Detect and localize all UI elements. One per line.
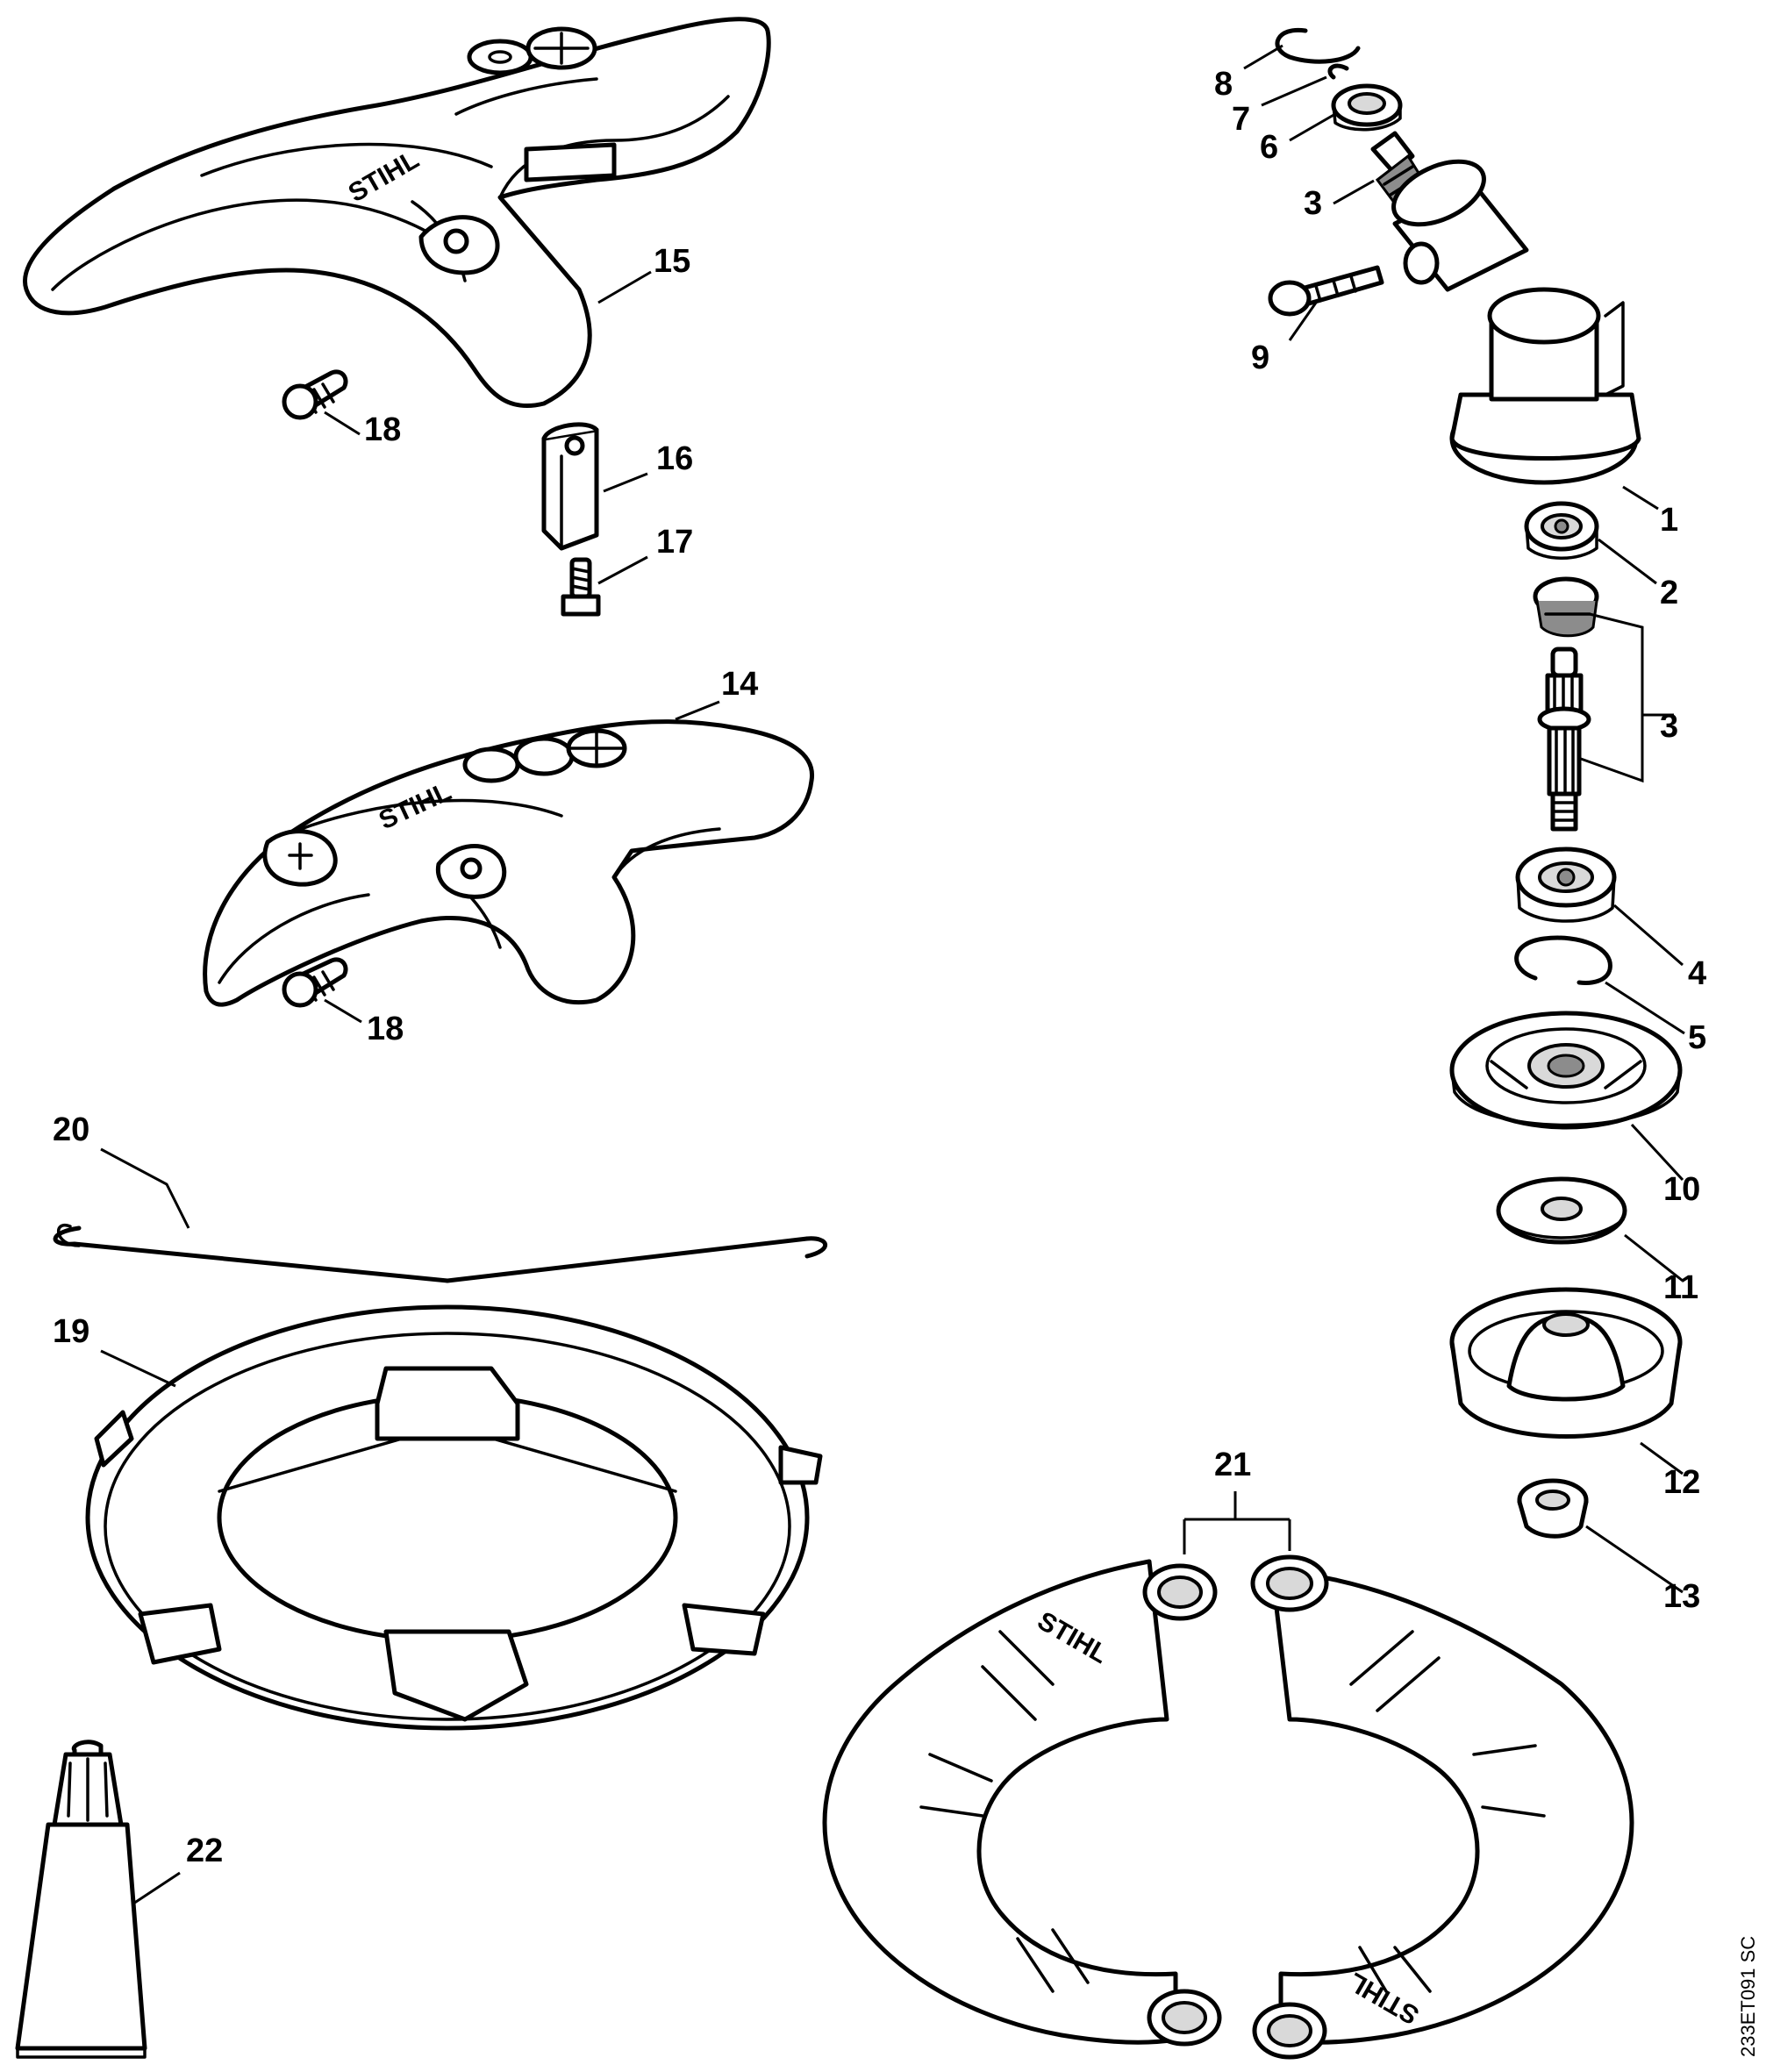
part-15-deflector: STIHL — [23, 17, 771, 409]
part-18-screw-top — [282, 369, 348, 420]
callout-12: 12 — [1663, 1464, 1700, 1501]
part-5-circlip — [1514, 935, 1612, 985]
part-6-bearing — [1331, 83, 1403, 132]
callout-3-top: 3 — [1304, 185, 1322, 222]
drawing-code: 233ET091 SC — [1737, 1936, 1759, 2057]
part-21-guard-plate: STIHL STIHL — [822, 1554, 1634, 2060]
callout-10: 10 — [1663, 1171, 1700, 1208]
part-11-thrust-washer — [1496, 1176, 1627, 1245]
part-13-nut — [1517, 1478, 1589, 1539]
callout-9: 9 — [1251, 339, 1269, 376]
callout-18-top: 18 — [364, 411, 401, 448]
part-3-gear-shaft — [1533, 576, 1599, 832]
part-4-bearing — [1515, 847, 1617, 923]
part-12-cup — [1449, 1287, 1683, 1439]
callout-1: 1 — [1660, 502, 1678, 539]
part-1-gear-housing — [1391, 159, 1641, 485]
callout-11: 11 — [1663, 1269, 1698, 1306]
part-10-thrust-plate — [1449, 1011, 1683, 1130]
part-17-screw — [561, 557, 601, 617]
callout-14: 14 — [721, 666, 758, 703]
callout-labels: 8 7 6 3 9 1 2 3 4 5 10 11 12 13 15 18 16… — [53, 66, 1706, 1869]
part-9-screw — [1268, 265, 1384, 317]
callout-13: 13 — [1663, 1578, 1700, 1615]
part-7-ring — [1327, 63, 1349, 80]
part-14-deflector: STIHL — [203, 719, 815, 1007]
callout-7: 7 — [1232, 101, 1250, 138]
callout-8: 8 — [1214, 66, 1233, 103]
callout-16: 16 — [656, 440, 693, 477]
leader-lines — [100, 44, 1685, 1905]
part-2-bearing — [1524, 501, 1599, 560]
part-20-wire — [53, 1223, 828, 1283]
part-18-screw-middle — [282, 957, 348, 1008]
callout-20: 20 — [53, 1111, 89, 1148]
callout-21: 21 — [1214, 1447, 1251, 1483]
part-8-circlip — [1275, 27, 1361, 64]
part-19-ring-guard — [85, 1304, 823, 1731]
callout-19: 19 — [53, 1313, 89, 1350]
callout-6: 6 — [1260, 129, 1278, 166]
callout-4: 4 — [1688, 955, 1706, 992]
callout-5: 5 — [1688, 1019, 1706, 1056]
callout-2: 2 — [1660, 575, 1678, 611]
callout-3-shaft: 3 — [1660, 708, 1678, 745]
callout-17: 17 — [656, 524, 693, 561]
part-22-grease-tube — [15, 1740, 147, 2059]
part-16-clip — [541, 422, 599, 551]
callout-15: 15 — [654, 243, 690, 280]
callout-22: 22 — [186, 1833, 223, 1869]
callout-18-middle: 18 — [367, 1011, 404, 1047]
